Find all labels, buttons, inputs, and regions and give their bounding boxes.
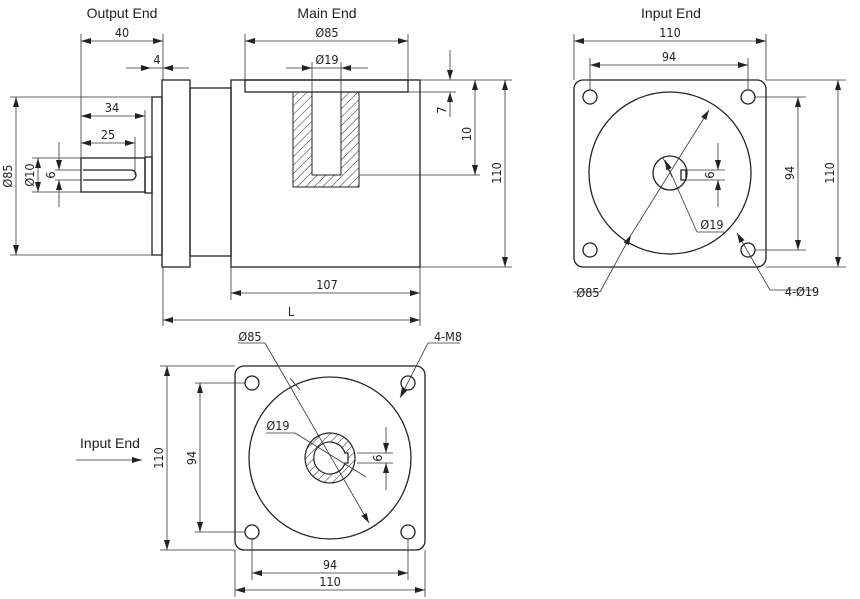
pilot	[151, 96, 163, 256]
dim-key-width: 6	[702, 171, 717, 178]
bore-section-hatch	[292, 91, 360, 188]
pilot-circle	[248, 376, 412, 540]
dim-width: 110	[319, 574, 340, 589]
dim-pilot-thickness: 4	[153, 52, 160, 67]
dim-height: 110	[489, 162, 504, 183]
gearbox-body	[230, 79, 421, 268]
dim-shaft-length: 40	[115, 25, 129, 40]
dim-width: 110	[659, 25, 680, 40]
dim-bore-depth: 10	[459, 127, 474, 141]
dim-hole-spacing-v: 94	[782, 166, 797, 180]
mount-hole	[740, 242, 756, 258]
dim-height: 110	[151, 447, 166, 468]
dim-shaft-diameter: Ø10	[22, 163, 37, 186]
dimension-lines	[573, 34, 846, 293]
input-end-label: Input End	[80, 435, 140, 451]
dimension-lines	[160, 342, 460, 597]
output-end-title: Output End	[87, 5, 158, 21]
main-end-title: Main End	[297, 5, 356, 21]
dim-pilot-diameter: Ø85	[0, 164, 15, 187]
threaded-hole	[400, 375, 416, 391]
dim-hole-spacing-h: 94	[323, 557, 337, 572]
shaft-keyway	[83, 169, 137, 181]
mount-hole	[740, 89, 756, 105]
input-end-title: Input End	[641, 5, 701, 21]
threaded-hole	[400, 524, 416, 540]
dim-pilot-diameter: Ø85	[238, 329, 261, 344]
dim-key-width: 6	[370, 454, 385, 461]
dim-hole-spacing-h: 94	[662, 49, 676, 64]
mount-hole	[582, 89, 598, 105]
dim-pilot-diameter: Ø85	[576, 285, 599, 300]
mount-hole	[582, 242, 598, 258]
bore-ring-hatch	[304, 432, 356, 484]
dim-bore-diameter: Ø19	[315, 52, 338, 67]
flange	[161, 79, 191, 268]
input-end-view-top: Input End 110	[573, 5, 846, 300]
dim-height: 110	[822, 162, 837, 183]
dimension-lines	[13, 38, 508, 323]
dim-threads: 4-M8	[434, 329, 462, 344]
dim-pilot-depth: 7	[434, 106, 449, 113]
dim-holes: 4-Ø19	[785, 284, 819, 299]
dim-key-length: 25	[101, 127, 115, 142]
dim-bore-diameter: Ø19	[266, 418, 289, 433]
dim-hole-spacing-v: 94	[184, 451, 199, 465]
dim-bore-diameter: Ø19	[700, 217, 723, 232]
threaded-hole	[244, 524, 260, 540]
shaft-shoulder	[144, 156, 153, 194]
dim-key-width: 6	[43, 171, 58, 178]
input-end-view-bottom: Input End Ø85 4-	[76, 329, 462, 597]
dim-bore-pilot-diameter: Ø85	[315, 25, 338, 40]
keyway	[680, 169, 687, 181]
bore-circle	[652, 155, 688, 191]
dim-shaft-key-length: 34	[105, 100, 119, 115]
flange-square	[573, 79, 767, 268]
side-view: Output End Main End	[0, 5, 512, 326]
pilot-circle	[588, 91, 752, 255]
threaded-hole	[244, 375, 260, 391]
dim-body-length: 107	[316, 277, 337, 292]
extension-lines	[10, 34, 512, 326]
dim-total-length: L	[288, 304, 295, 319]
flange-square	[234, 365, 426, 551]
neck	[189, 87, 232, 257]
input-pilot-recess	[244, 79, 409, 93]
